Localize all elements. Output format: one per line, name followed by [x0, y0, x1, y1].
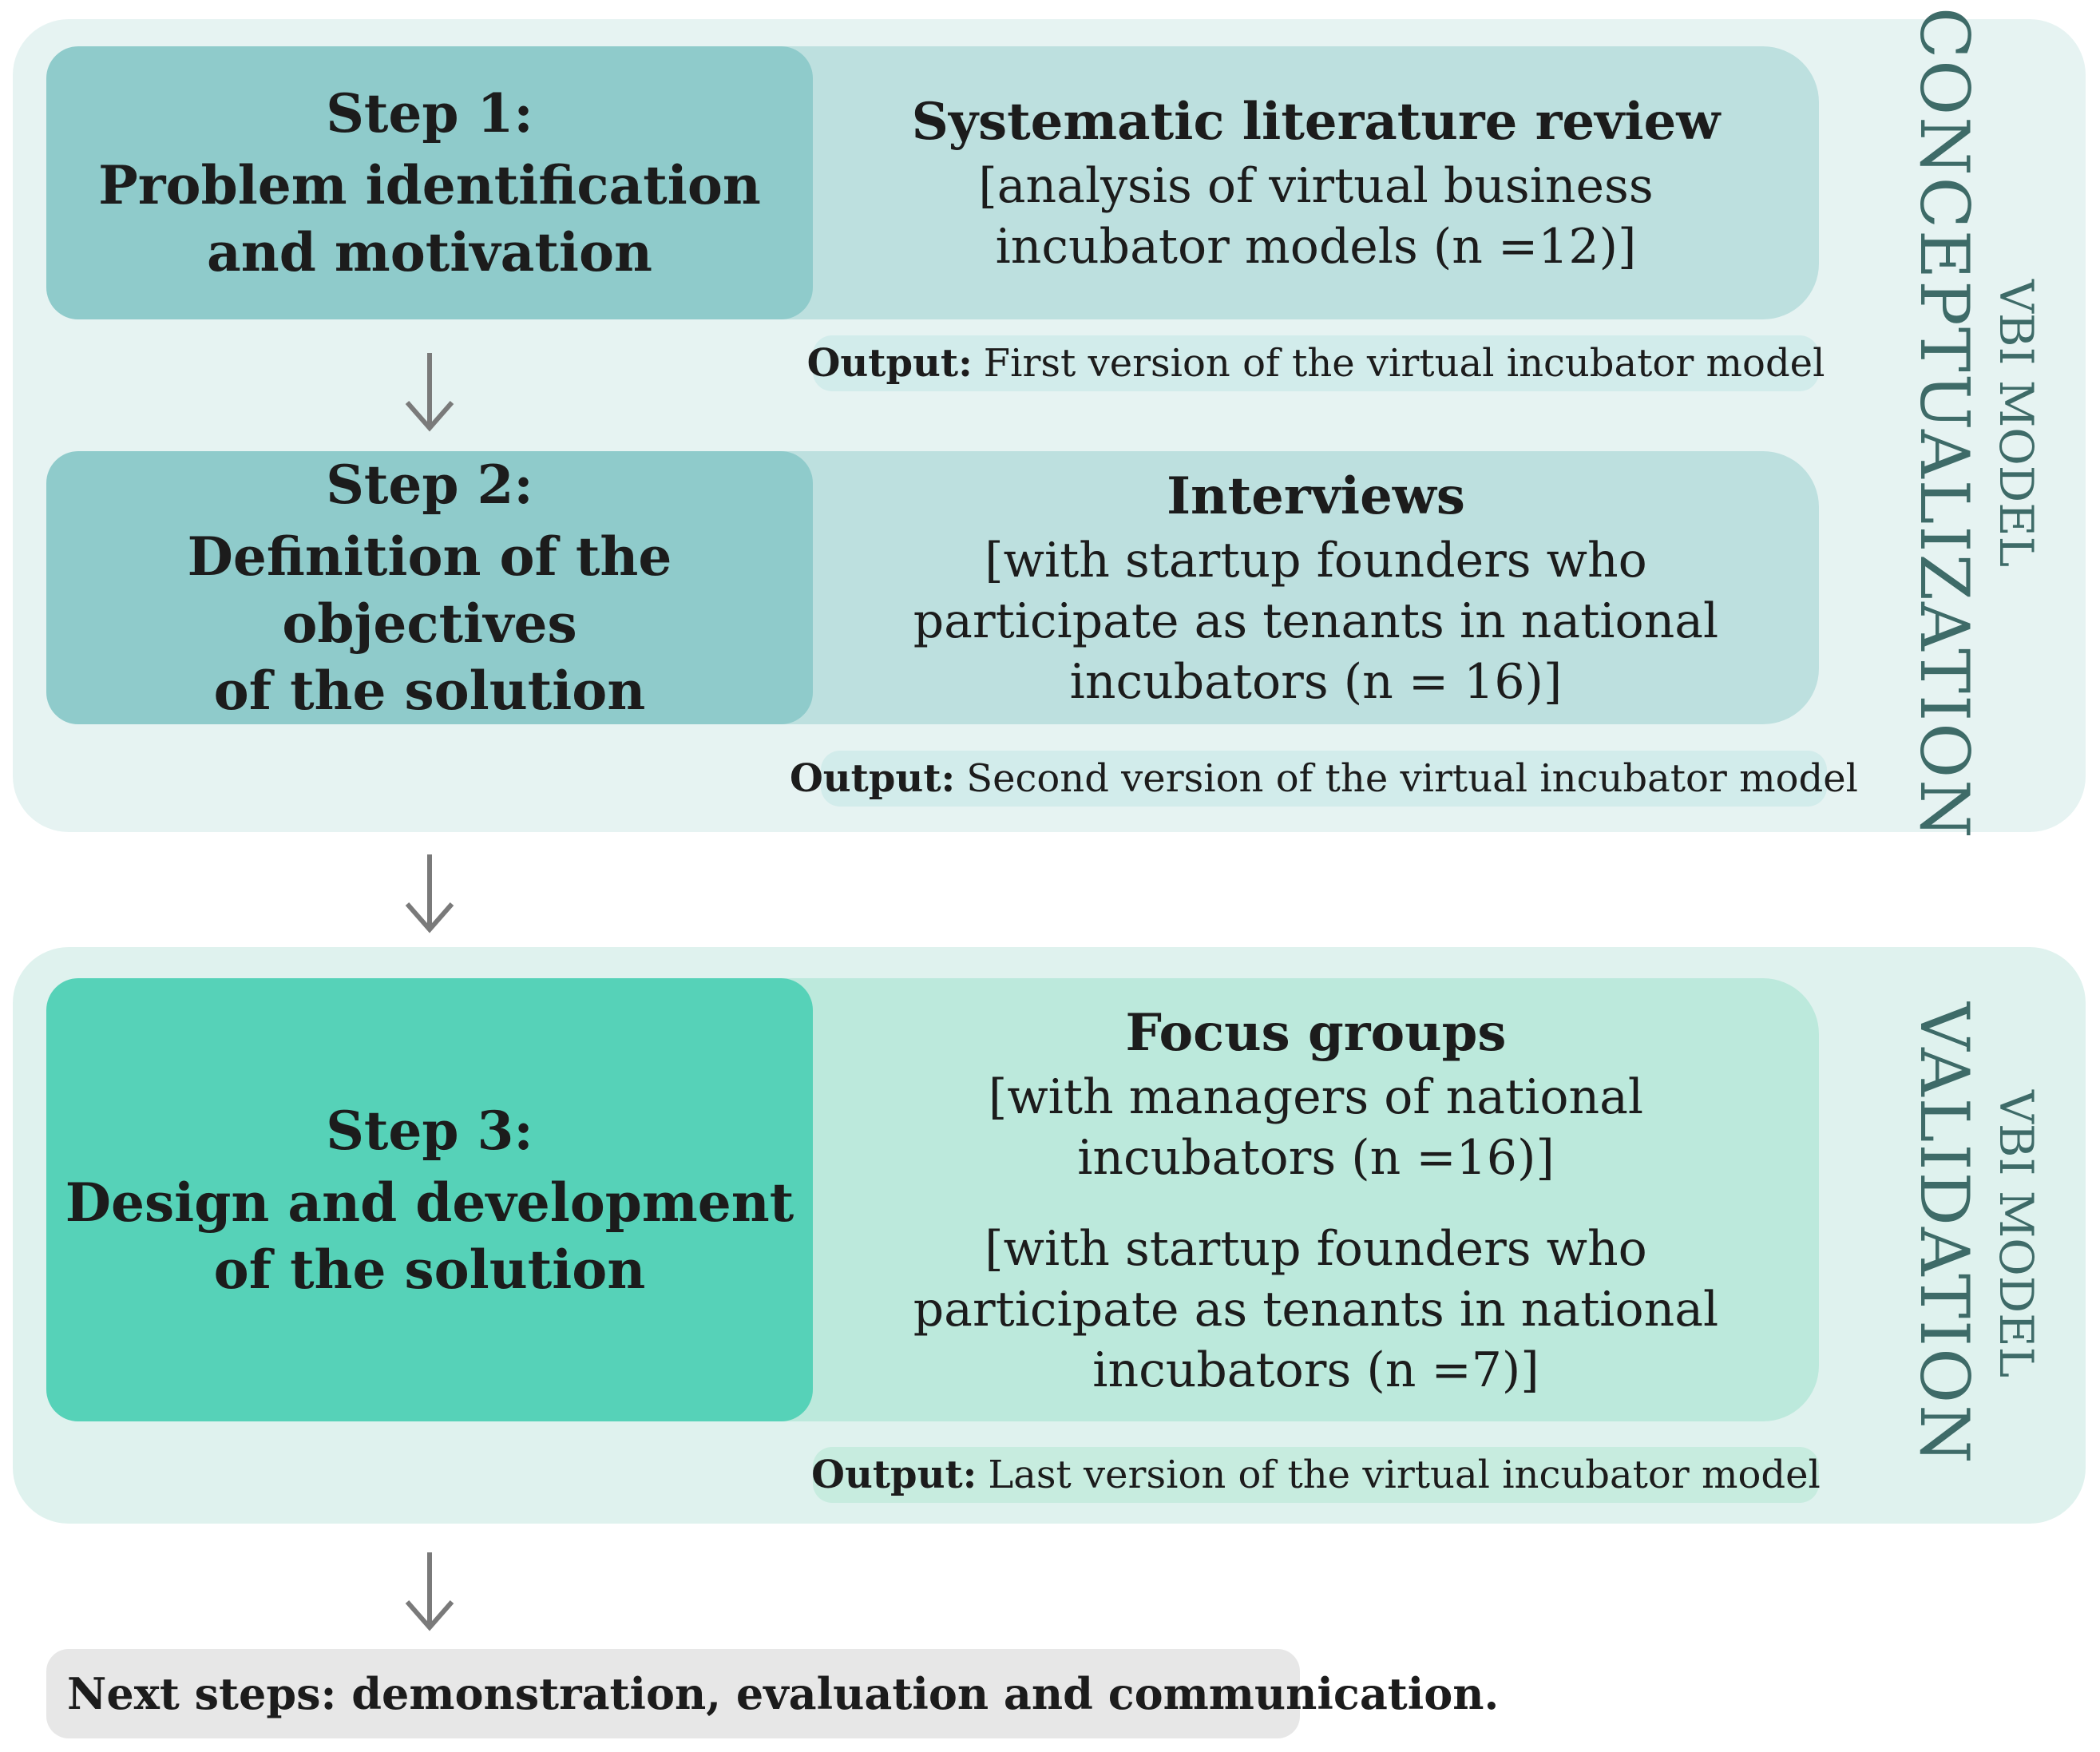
step-1-box: Step 1: Problem identification and motiv… [46, 46, 813, 319]
step-1-output: Output: First version of the virtual inc… [807, 335, 1825, 391]
down-arrow-icon [405, 353, 454, 432]
step-2-title-line: of the solution [213, 660, 646, 722]
step-3-method-title: Focus groups [1125, 1002, 1507, 1063]
phase-validation-sublabel: VBI MODEL [1989, 1089, 2043, 1378]
step-3-method-detail-2: [with startup founders who [985, 1220, 1647, 1277]
step-2-method-detail: participate as tenants in national [913, 593, 1719, 649]
step-1-method-detail: [analysis of virtual business [978, 158, 1654, 214]
output-text: Last version of the virtual incubator mo… [988, 1453, 1821, 1497]
step-3-method-detail-2: incubators (n =7)] [1092, 1342, 1539, 1398]
output-label: Output: [789, 756, 956, 801]
step-2-method-title: Interviews [1167, 466, 1465, 526]
step-1-label: Step 1: [326, 82, 533, 145]
step-2-method: Interviews [with startup founders who pa… [813, 451, 1819, 724]
output-text: Second version of the virtual incubator … [966, 756, 1859, 801]
step-1-method-title: Systematic literature review [911, 92, 1721, 152]
step-2-title-line: Definition of the objectives [187, 525, 672, 655]
step-3-method: Focus groups [with managers of national … [813, 978, 1819, 1421]
down-arrow-icon [405, 854, 454, 933]
step-2-output: Output: Second version of the virtual in… [790, 751, 1858, 807]
phase-conceptualization-sublabel: VBI MODEL [1989, 279, 2043, 568]
output-label: Output: [806, 341, 973, 386]
phase-validation-label: VALIDATION [1905, 1002, 1983, 1465]
next-steps-box: Next steps: demonstration, evaluation an… [46, 1649, 1499, 1738]
down-arrow-icon [405, 1552, 454, 1631]
output-label: Output: [811, 1453, 977, 1497]
step-1-title-line: Problem identification [98, 154, 761, 216]
output-text: First version of the virtual incubator m… [983, 341, 1825, 386]
step-3-box: Step 3: Design and development of the so… [46, 978, 813, 1421]
step-3-method-detail: [with managers of national [988, 1068, 1644, 1125]
step-3-method-detail: incubators (n =16)] [1077, 1129, 1555, 1186]
step-2-label: Step 2: [326, 454, 533, 516]
step-3-title-line: of the solution [213, 1238, 646, 1301]
step-1-method-detail: incubator models (n =12)] [995, 219, 1637, 275]
step-2-method-detail: incubators (n = 16)] [1069, 654, 1563, 710]
step-2-box: Step 2: Definition of the objectives of … [46, 451, 813, 724]
step-3-label: Step 3: [326, 1099, 533, 1162]
step-3-title-line: Design and development [65, 1171, 794, 1234]
step-2-method-detail: [with startup founders who [985, 533, 1647, 589]
step-3-method-detail-2: participate as tenants in national [913, 1281, 1719, 1338]
step-3-output: Output: Last version of the virtual incu… [811, 1447, 1821, 1503]
step-1-title-line: and motivation [207, 221, 652, 283]
step-1-method: Systematic literature review [analysis o… [813, 46, 1819, 319]
phase-conceptualization-label: CONCEPTUALIZATION [1905, 6, 1983, 840]
